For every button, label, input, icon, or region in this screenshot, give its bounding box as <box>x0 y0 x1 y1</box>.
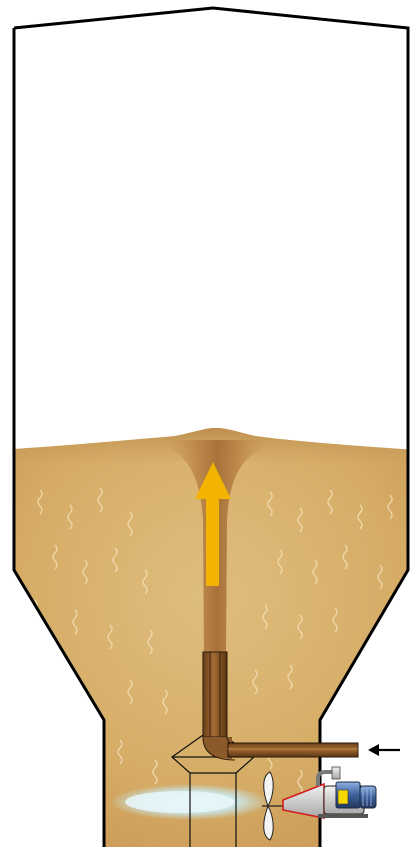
air-jet-core <box>125 791 235 813</box>
left-arrow-icon <box>368 744 400 756</box>
